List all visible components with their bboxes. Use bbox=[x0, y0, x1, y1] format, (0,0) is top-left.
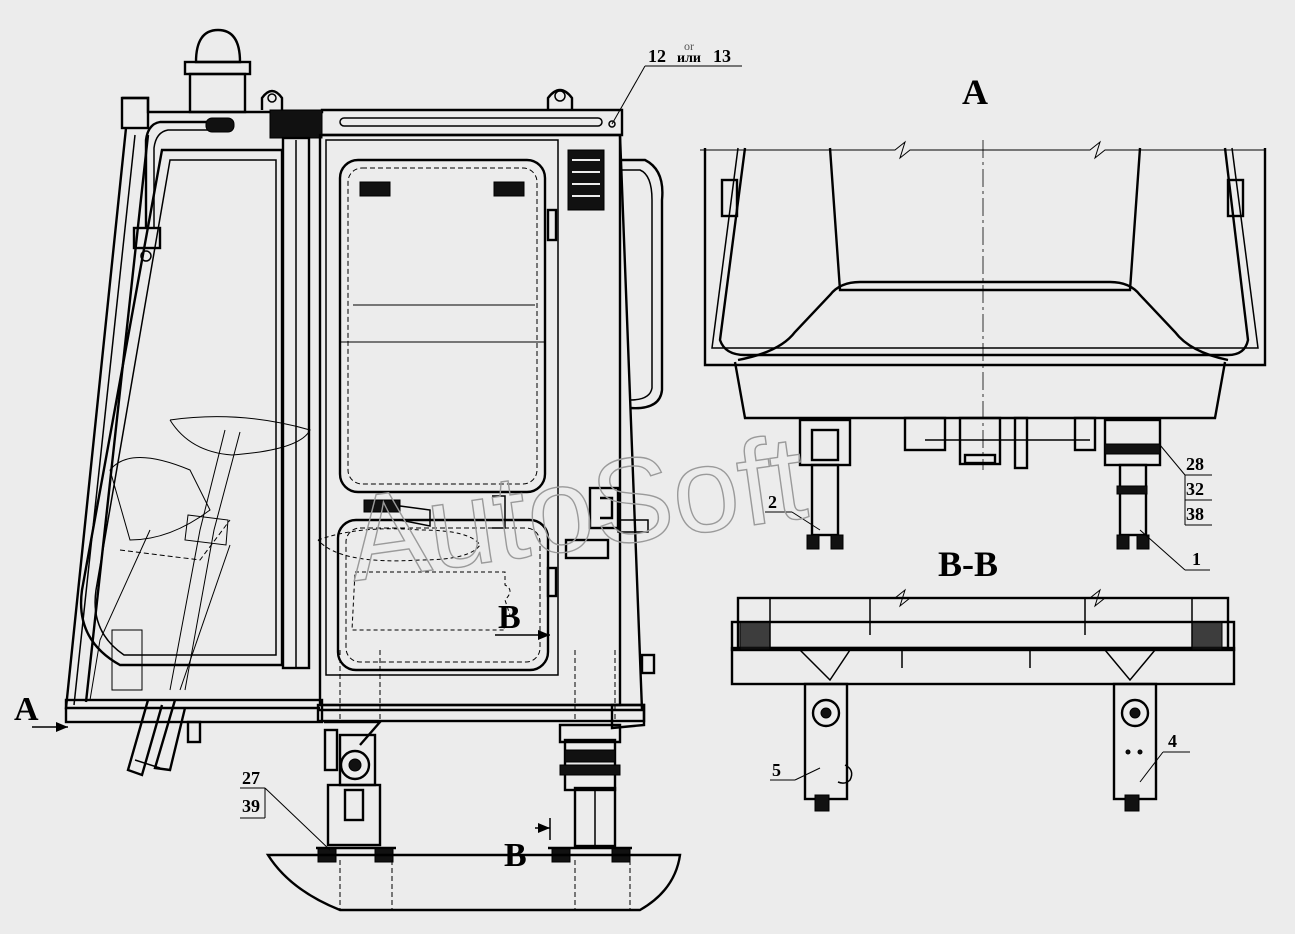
watermark: AutoSoft bbox=[339, 410, 813, 607]
section-b-upper-label: B bbox=[498, 599, 521, 636]
callout-12: 12 bbox=[648, 46, 666, 66]
callout-32: 32 bbox=[1186, 479, 1204, 499]
lifting-eye-left bbox=[260, 89, 284, 110]
callout-5: 5 bbox=[772, 760, 781, 780]
cab-side-view bbox=[64, 28, 664, 777]
callout-27: 27 bbox=[242, 768, 260, 788]
callout-39: 39 bbox=[242, 796, 260, 816]
callout-1: 1 bbox=[1192, 549, 1201, 569]
callout-28: 28 bbox=[1186, 454, 1204, 474]
beacon-lamp bbox=[183, 28, 252, 114]
view-a-drawing bbox=[700, 140, 1267, 550]
view-a-arrow-label: A bbox=[14, 691, 39, 728]
hydraulic-hose bbox=[126, 699, 202, 777]
view-bb-drawing bbox=[730, 588, 1236, 812]
callout-or: or bbox=[684, 39, 694, 53]
cab-mounts-side bbox=[265, 650, 682, 912]
lifting-eye-right bbox=[546, 88, 574, 110]
view-bb-title: B-B bbox=[938, 544, 998, 584]
view-a-title: A bbox=[962, 72, 988, 112]
callout-13: 13 bbox=[713, 46, 731, 66]
steering-column bbox=[89, 416, 311, 701]
callout-ili: или bbox=[677, 51, 701, 66]
callout-38: 38 bbox=[1186, 504, 1204, 524]
leader-lines bbox=[32, 65, 1212, 851]
callout-4: 4 bbox=[1168, 731, 1177, 751]
callout-2: 2 bbox=[768, 492, 777, 512]
section-b-lower-label: B bbox=[504, 837, 527, 874]
